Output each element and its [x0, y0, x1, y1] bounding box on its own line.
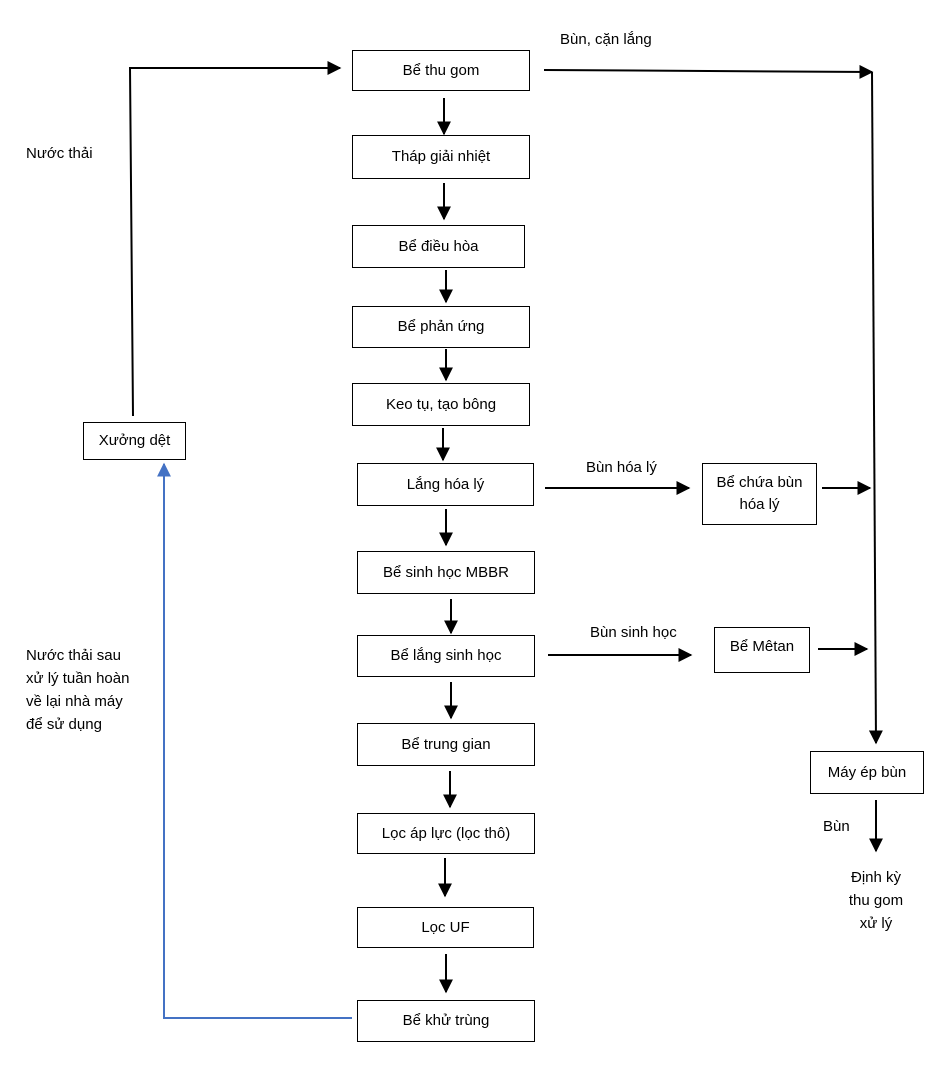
label-bun-sinh-hoc: Bùn sinh học	[590, 624, 677, 641]
box-be-thu-gom: Bể thu gom	[352, 50, 530, 91]
box-be-dieu-hoa: Bể điều hòa	[352, 225, 525, 268]
label-nuoc-thai: Nước thải	[26, 145, 93, 162]
box-be-trung-gian: Bể trung gian	[357, 723, 535, 766]
label-bun-can-lang: Bùn, cặn lắng	[560, 31, 652, 48]
box-loc-ap-luc: Lọc áp lực (lọc thô)	[357, 813, 535, 854]
sludge-vertical-line	[868, 71, 883, 745]
arrow-recirculation-blue	[157, 462, 352, 1019]
box-be-lang-sinh-hoc: Bể lắng sinh học	[357, 635, 535, 677]
label-bun-hoa-ly: Bùn hóa lý	[586, 459, 657, 476]
box-be-phan-ung: Bể phản ứng	[352, 306, 530, 348]
box-lang-hoa-ly: Lắng hóa lý	[357, 463, 534, 506]
box-be-chua-bun-hoa-ly: Bể chứa bùn hóa lý	[702, 463, 817, 525]
box-thap-giai-nhiet: Tháp giải nhiệt	[352, 135, 530, 179]
arrow-thu-gom-sludge	[543, 64, 874, 79]
box-may-ep-bun: Máy ép bùn	[810, 751, 924, 794]
box-loc-uf: Lọc UF	[357, 907, 534, 948]
arrow-xuong-det-to-thu-gom	[128, 61, 342, 417]
box-keo-tu-tao-bong: Keo tụ, tạo bông	[352, 383, 530, 426]
box-xuong-det: Xưởng dệt	[83, 422, 186, 460]
label-bun: Bùn	[823, 818, 850, 835]
label-nuoc-thai-sau-xu-ly: Nước thải sau xử lý tuần hoàn về lại nhà…	[26, 647, 130, 733]
box-be-khu-trung: Bể khử trùng	[357, 1000, 535, 1042]
box-be-metan: Bể Mêtan	[714, 627, 810, 673]
box-be-sinh-hoc-mbbr: Bể sinh học MBBR	[357, 551, 535, 594]
label-dinh-ky-thu-gom: Định kỳ thu gom xử lý	[848, 869, 904, 932]
